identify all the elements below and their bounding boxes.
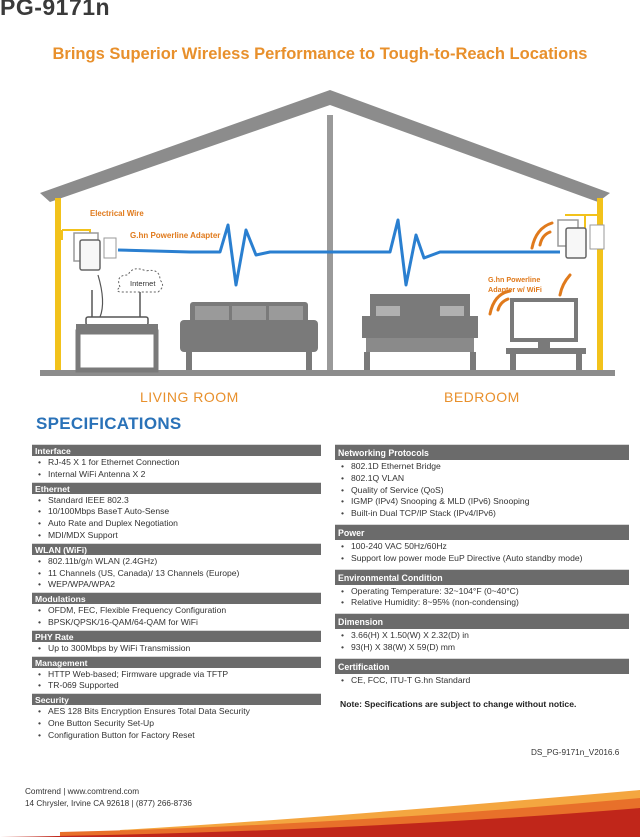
bedroom-label: BEDROOM [444,389,520,405]
bedroom-adapter-icon [565,227,587,259]
powerline-signal-icon [117,218,560,287]
spec-section-list: OFDM, FEC, Flexible Frequency Configurat… [32,604,321,630]
spec-item: Operating Temperature: 32~104°F (0~40°C) [341,586,629,598]
spec-section-list: RJ-45 X 1 for Ethernet ConnectionInterna… [32,456,321,482]
spec-item: Auto Rate and Duplex Negotiation [38,518,321,530]
tagline: Brings Superior Wireless Performance to … [52,45,588,63]
spec-section-title: Ethernet [32,481,321,494]
spec-section-list: Standard IEEE 802.310/100Mbps BaseT Auto… [32,494,321,543]
spec-item: CE, FCC, ITU-T G.hn Standard [341,675,629,687]
spec-item: Up to 300Mbps by WiFi Transmission [38,643,321,655]
spec-section-title: PHY Rate [32,629,321,642]
left-wall [55,198,61,373]
specs-note: Note: Specifications are subject to chan… [340,699,577,709]
spec-item: HTTP Web-based; Firmware upgrade via TFT… [38,669,321,681]
spec-item: 11 Channels (US, Canada)/ 13 Channels (E… [38,568,321,580]
floor [40,370,615,376]
specs-right-column: Networking Protocols802.1D Ethernet Brid… [335,444,629,688]
ghn-wifi-label-2: Adapter w/ WiFi [488,285,542,294]
product-title: PG-9171n [0,0,111,20]
spec-item: Quality of Service (QoS) [341,485,629,497]
spec-item: 10/100Mbps BaseT Auto-Sense [38,506,321,518]
spec-item: 802.1Q VLAN [341,473,629,485]
spec-item: 93(H) X 38(W) X 59(D) mm [341,642,629,654]
bed-icon [362,294,478,370]
spec-item: Internal WiFi Antenna X 2 [38,469,321,481]
specs-left-column: InterfaceRJ-45 X 1 for Ethernet Connecti… [32,444,321,743]
spec-section-list: Up to 300Mbps by WiFi Transmission [32,642,321,656]
spec-item: MDI/MDX Support [38,530,321,542]
spec-section-title: Security [32,693,321,706]
living-desk-icon [76,324,158,330]
specifications-heading: SPECIFICATIONS [36,414,182,433]
ghn-adapter-label: G.hn Powerline Adapter [130,231,220,240]
spec-section-title: WLAN (WiFi) [32,542,321,555]
spec-section-list: 100-240 VAC 50Hz/60HzSupport low power m… [335,540,629,566]
spec-item: One Button Security Set-Up [38,718,321,730]
spec-item: Relative Humidity: 8~95% (non-condensing… [341,597,629,609]
electrical-wire-label: Electrical Wire [90,209,144,218]
tv-icon [506,298,586,370]
spec-item: Configuration Button for Factory Reset [38,730,321,742]
spec-item: 3.66(H) X 1.50(W) X 2.32(D) in [341,630,629,642]
spec-section-title: Networking Protocols [335,444,629,460]
right-wall [597,198,603,373]
footer-company: Comtrend | www.comtrend.com [25,787,140,796]
spec-section-list: AES 128 Bits Encryption Ensures Total Da… [32,705,321,742]
spec-section-title: Environmental Condition [335,568,629,585]
spec-section-list: 802.11b/g/n WLAN (2.4GHz)11 Channels (US… [32,555,321,592]
spec-item: RJ-45 X 1 for Ethernet Connection [38,457,321,469]
spec-item: Built-in Dual TCP/IP Stack (IPv4/IPv6) [341,508,629,520]
spec-section-list: Operating Temperature: 32~104°F (0~40°C)… [335,585,629,611]
document-id: DS_PG-9171n_V2016.6 [531,748,620,757]
spec-item: WEP/WPA/WPA2 [38,579,321,591]
spec-section-title: Power [335,523,629,540]
router-icon [85,316,149,326]
internet-label: Internet [130,279,156,288]
ghn-wifi-label-1: G.hn Powerline [488,275,540,284]
spec-item: 100-240 VAC 50Hz/60Hz [341,541,629,553]
living-room-label: LIVING ROOM [140,389,239,405]
house-diagram: Electrical Wire G.hn Powerline Adapter I… [40,90,615,376]
spec-item: TR-069 Supported [38,680,321,692]
spec-section-list: 802.1D Ethernet Bridge802.1Q VLANQuality… [335,460,629,521]
roof [40,90,610,202]
spec-item: Standard IEEE 802.3 [38,495,321,507]
spec-section-title: Management [32,655,321,668]
internet-cloud-icon [116,268,164,293]
spec-section-list: HTTP Web-based; Firmware upgrade via TFT… [32,668,321,694]
spec-section-list: 3.66(H) X 1.50(W) X 2.32(D) in93(H) X 38… [335,629,629,655]
spec-item: AES 128 Bits Encryption Ensures Total Da… [38,706,321,718]
footer-address: 14 Chrysler, Irvine CA 92618 | (877) 266… [25,799,192,808]
footer-swoosh [0,790,640,837]
spec-item: BPSK/QPSK/16-QAM/64-QAM for WiFi [38,617,321,629]
spec-item: OFDM, FEC, Flexible Frequency Configurat… [38,605,321,617]
spec-item: IGMP (IPv4) Snooping & MLD (IPv6) Snoopi… [341,496,629,508]
spec-section-title: Interface [32,444,321,456]
spec-section-title: Dimension [335,613,629,630]
spec-section-list: CE, FCC, ITU-T G.hn Standard [335,674,629,688]
center-wall [327,115,333,373]
spec-section-title: Certification [335,657,629,674]
spec-item: Support low power mode EuP Directive (Au… [341,553,629,565]
spec-item: 802.11b/g/n WLAN (2.4GHz) [38,556,321,568]
spec-item: 802.1D Ethernet Bridge [341,461,629,473]
spec-section-title: Modulations [32,592,321,605]
living-adapter-icon [79,239,101,271]
sofa-icon [180,302,318,370]
wifi-waves-icon [488,221,572,316]
